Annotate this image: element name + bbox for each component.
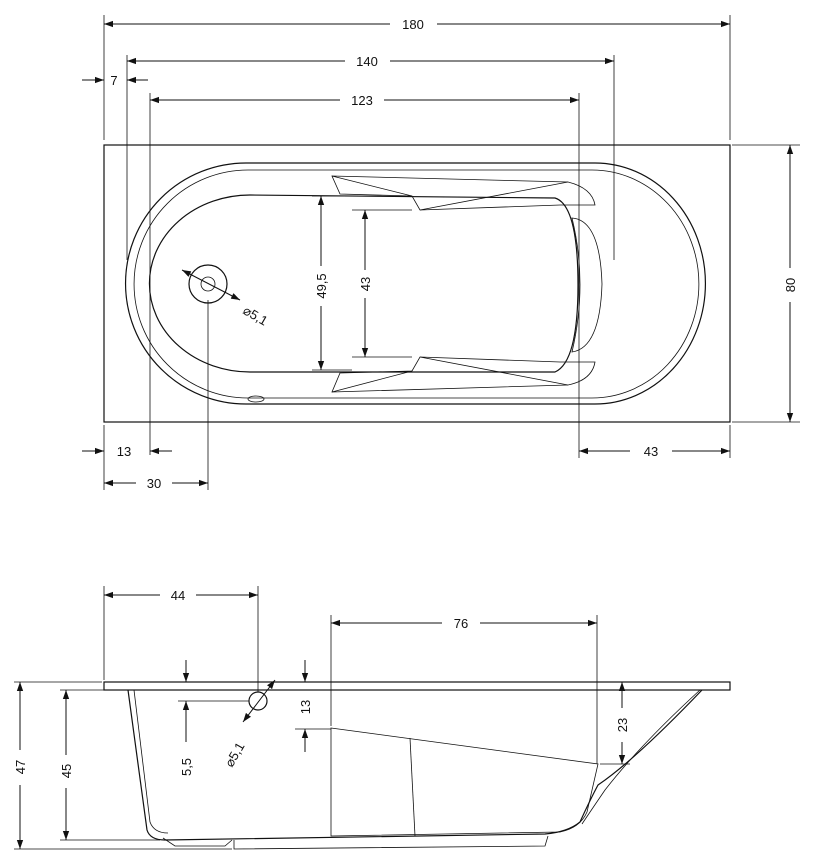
side-view: ⌀5,1 44 76 47 45 5,5 13: [13, 586, 731, 850]
dim-inner-length: 123: [351, 93, 373, 108]
backrest-top-fold: [331, 175, 569, 211]
tub-body-outline: [127, 689, 703, 841]
side-drain-diameter-label: ⌀5,1: [222, 740, 248, 770]
tub-inner-back: [133, 689, 169, 834]
tub-bottom-left-foot: [162, 837, 233, 847]
backrest-bottom: [331, 356, 596, 393]
dim-width-inner: 43: [358, 277, 373, 291]
dim-backrest-length: 76: [454, 616, 468, 631]
dim-drain-height: 5,5: [179, 758, 194, 776]
tub-right-curve: [581, 689, 701, 825]
tub-rim-outer: [124, 162, 707, 405]
headrest-pad: [571, 217, 603, 353]
dim-rim-drop: 23: [615, 718, 630, 732]
top-view: ⌀5,1 180 140 123 7 80: [82, 15, 800, 491]
dim-drain-offset: 30: [147, 476, 161, 491]
dim-left-margin: 13: [117, 444, 131, 459]
dim-height-total: 47: [13, 760, 28, 774]
dim-left-offset: 7: [110, 73, 117, 88]
dim-step-depth: 13: [298, 700, 313, 714]
side-deck: [103, 681, 731, 691]
backrest-bottom-fold: [331, 356, 569, 393]
dim-overall-length: 180: [402, 17, 424, 32]
tub-deck-outline: [103, 144, 731, 423]
tub-bottom-right-foot: [233, 835, 549, 850]
dim-width-outer: 49,5: [314, 273, 329, 298]
tub-basin-floor: [148, 194, 579, 373]
tub-rim-inner: [133, 169, 700, 399]
dim-right-offset: 43: [644, 444, 658, 459]
dim-rim-length: 140: [356, 54, 378, 69]
dim-width: 80: [783, 278, 798, 292]
side-backrest: [330, 727, 599, 837]
dim-height-body: 45: [59, 764, 74, 778]
dim-drain-position: 44: [171, 588, 185, 603]
top-drain-diameter-label: ⌀5,1: [241, 303, 271, 329]
overflow-icon: [247, 395, 265, 403]
backrest-top: [331, 175, 596, 211]
